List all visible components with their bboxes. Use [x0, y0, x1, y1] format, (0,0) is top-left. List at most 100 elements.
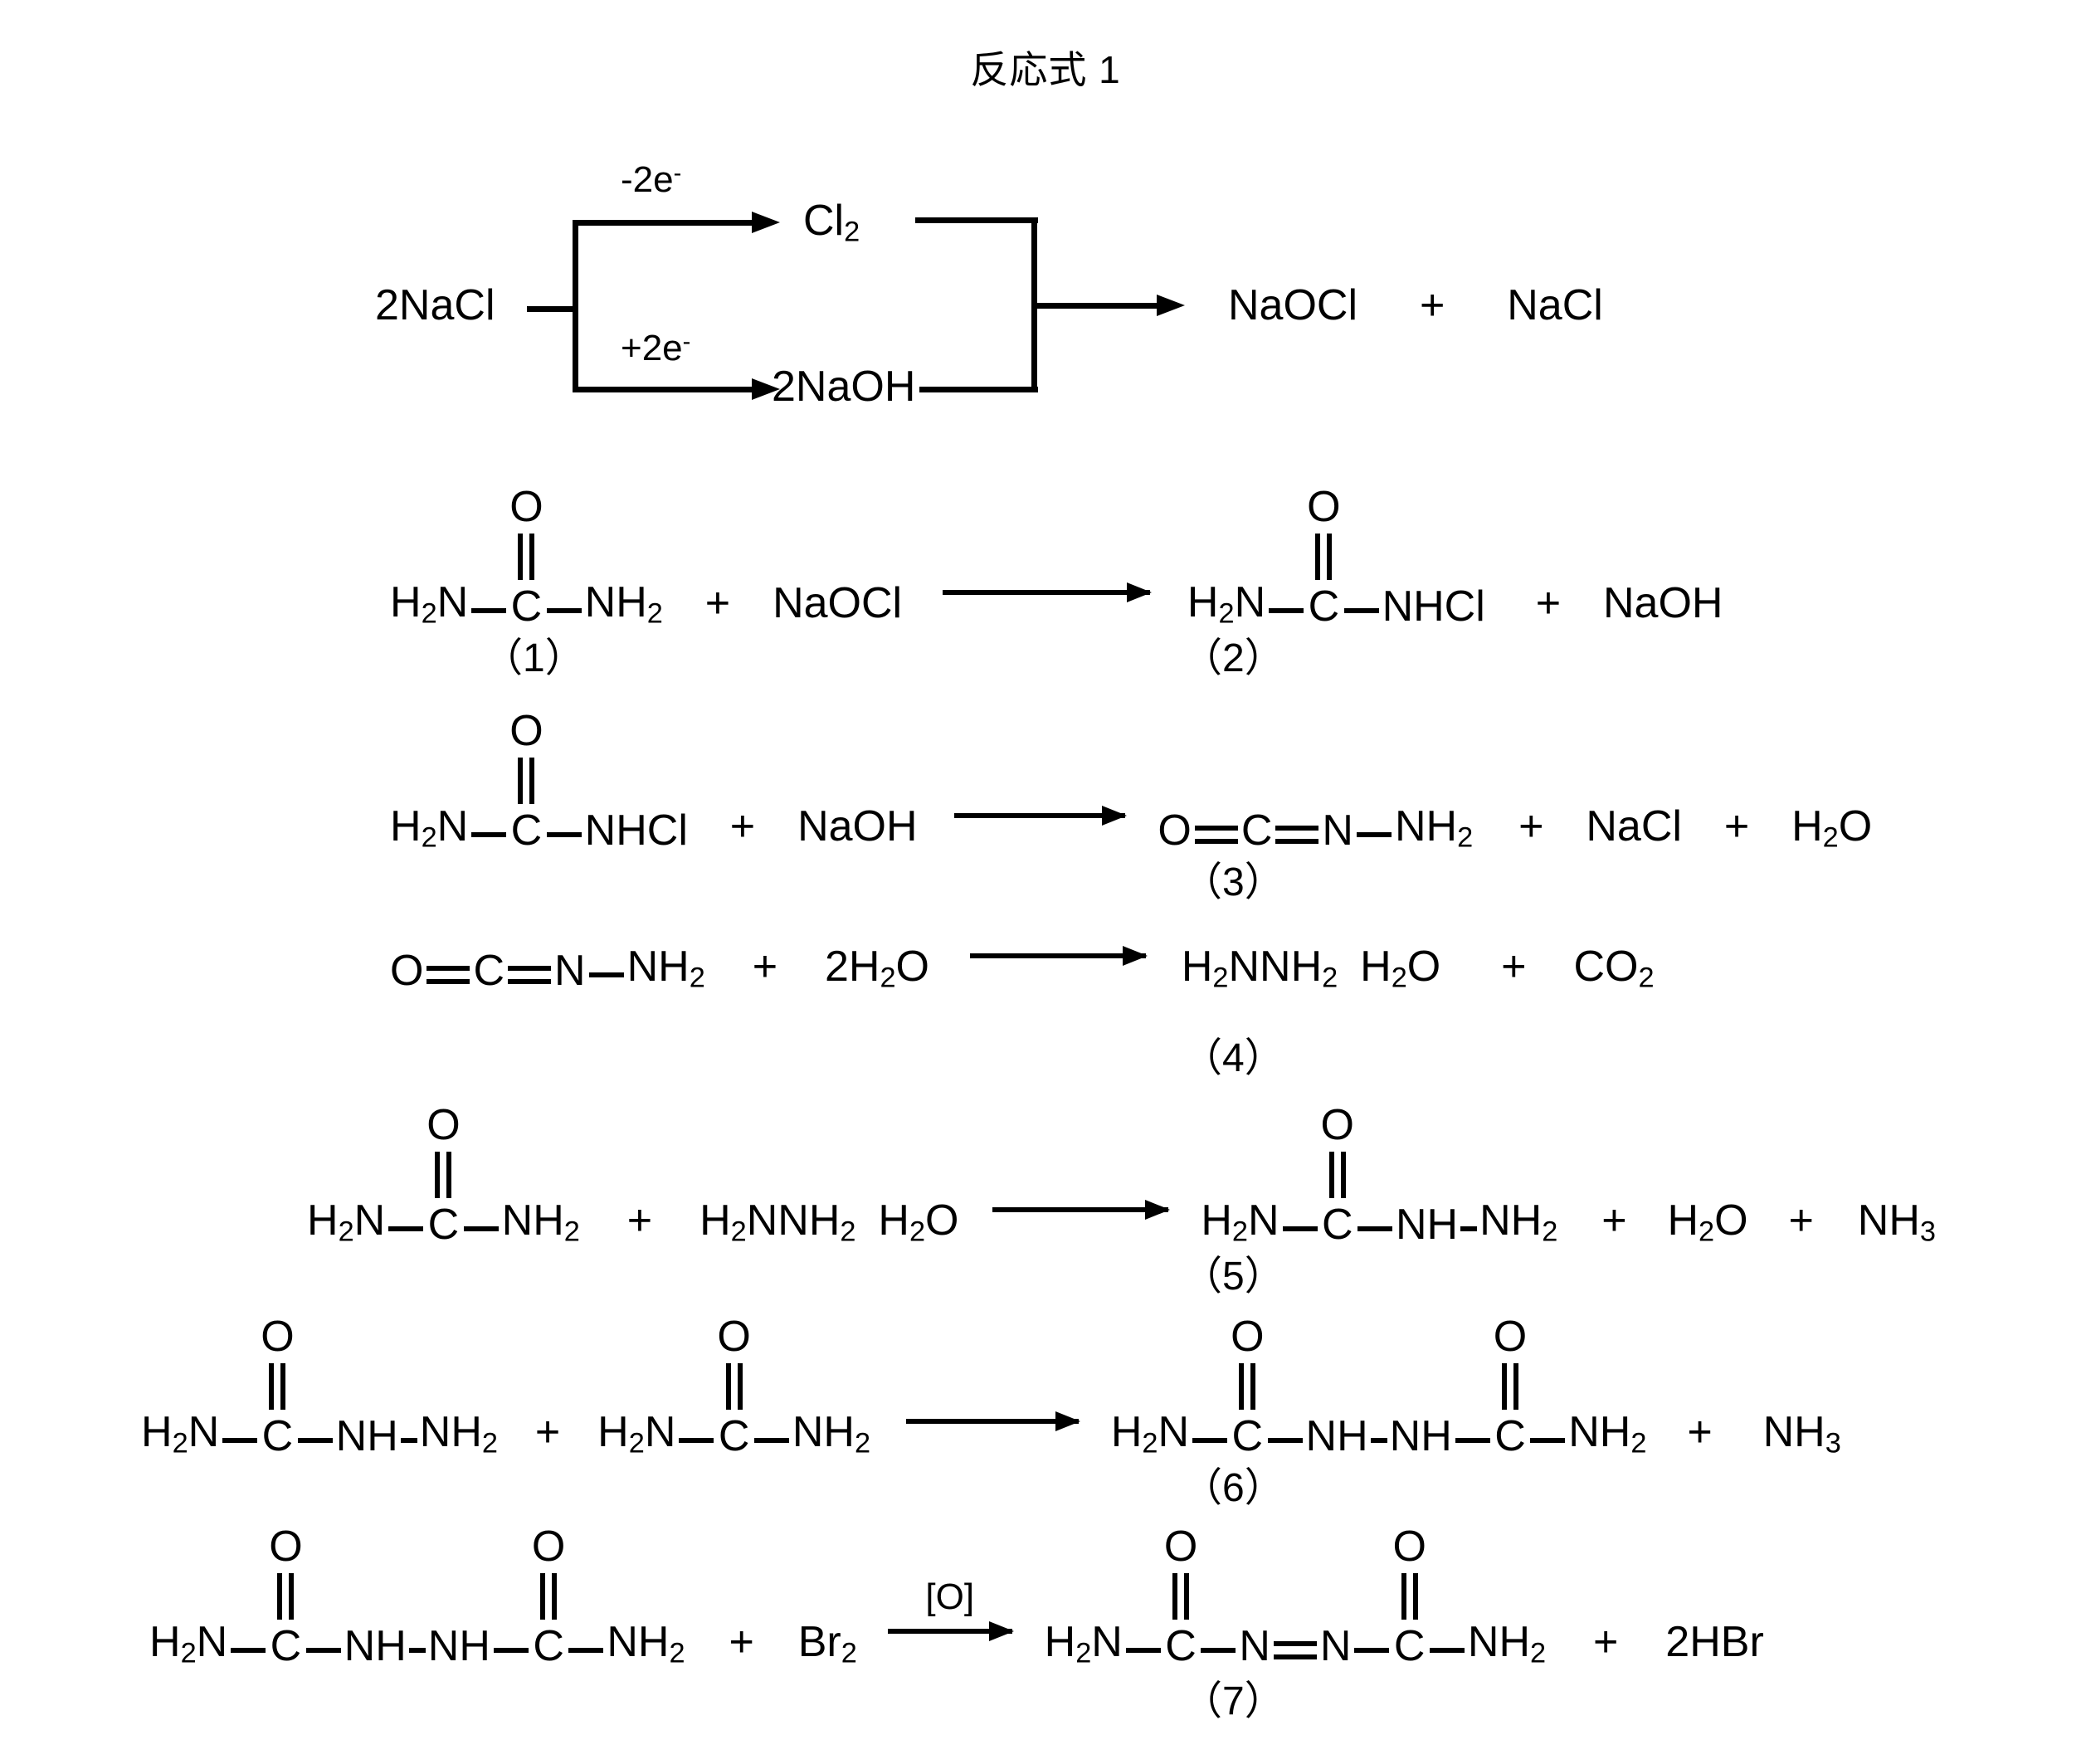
reactant-naoh: NaOH [797, 802, 918, 851]
amine-right-label: NH2 [792, 1408, 871, 1459]
single-bond [1201, 1648, 1236, 1653]
chlorine-product-label: Cl2 [803, 197, 860, 248]
plus-sign: + [729, 1618, 754, 1667]
carbonyl-group: O C [1231, 1315, 1264, 1458]
single-bond [471, 832, 507, 837]
reaction-5: H2N O C NH2 + H2NNH2 H2O H2N O C NH NH2 … [307, 1104, 1936, 1303]
plus-sign: + [704, 579, 731, 627]
carbon-label: C [1165, 1622, 1197, 1670]
carbonyl-group: O C [717, 1315, 750, 1458]
nh-label: NH [335, 1412, 398, 1460]
plus-sign: + [1723, 802, 1750, 851]
product-ammonia: NH3 [1857, 1196, 1936, 1248]
single-bond [493, 1648, 529, 1653]
double-bond-vertical [1328, 1152, 1348, 1198]
single-bond [463, 1226, 499, 1231]
product-naoh: NaOH [1602, 579, 1723, 627]
single-bond [1460, 1226, 1478, 1231]
nhcl-label: NHCl [1382, 582, 1485, 631]
compound-index-2: （2） [1182, 636, 1284, 680]
plus-sign: + [1501, 943, 1527, 991]
single-bond [1370, 1438, 1387, 1443]
amine-end-label: NH2 [1568, 1408, 1647, 1459]
amine-right-label: NH2 [584, 578, 663, 630]
carbon-label: C [510, 582, 543, 631]
nitrogen-label: N [1319, 1622, 1352, 1670]
oxygen-label: O [1163, 1523, 1198, 1571]
reaction-7: H2N O C NH NH O C NH2 + Br2 [O] H2N O [149, 1525, 1764, 1724]
feed-line [527, 306, 575, 312]
nh-label: NH [1395, 1201, 1459, 1249]
reaction-arrow [905, 1411, 1080, 1432]
amine-end-label: NH2 [1479, 1196, 1558, 1248]
single-bond [753, 1438, 789, 1443]
single-bond [408, 1648, 426, 1653]
oxygen-label: O [1158, 806, 1192, 855]
semicarbazide-structure: H2N O C NH NH2 [141, 1315, 498, 1458]
oxygen-label: O [509, 483, 543, 531]
single-bond [1357, 1226, 1392, 1231]
single-bond [471, 608, 507, 613]
oxygen-label: O [390, 946, 424, 995]
amine-end-label: NH2 [1467, 1618, 1547, 1669]
single-bond [1343, 608, 1379, 613]
carbonyl-group: O C [261, 1315, 294, 1458]
carbonyl-group: O C [1392, 1525, 1426, 1668]
carbon-label: C [1393, 1622, 1426, 1670]
carbonyl-group: O C [1321, 1104, 1354, 1246]
oxygen-label: O [269, 1523, 303, 1571]
biurea-structure: H2N O C NH NH O C NH2 [1111, 1315, 1647, 1458]
amine-left-label: H2N [390, 802, 469, 854]
double-bond-horizontal [1194, 826, 1238, 844]
reaction-arrow-oxidation: [O] [887, 1576, 1014, 1642]
single-bond [231, 1648, 266, 1653]
nh-label: NH [427, 1622, 490, 1670]
product-water: H2O [1667, 1196, 1748, 1248]
electrolysis-products-label: NaOCl + NaCl [1228, 284, 1603, 327]
single-bond [1192, 1438, 1228, 1443]
sodium-hydroxide-product-label: 2NaOH [772, 363, 916, 411]
double-bond-horizontal [1273, 1641, 1317, 1659]
carbonyl-group: O C [1494, 1315, 1527, 1458]
amine-left-label: H2N [390, 578, 469, 630]
reactant-bromine: Br2 [797, 1618, 857, 1669]
plus-sign: + [1687, 1408, 1713, 1457]
single-bond [1267, 1438, 1303, 1443]
reactant-water: H2O [878, 1196, 959, 1248]
amine-left-label: H2N [149, 1618, 228, 1669]
double-bond-vertical [1171, 1573, 1191, 1620]
bottom-branch-arrowhead [752, 378, 780, 400]
reaction-arrow [969, 946, 1148, 966]
collector-top-line [915, 217, 1038, 223]
single-bond [679, 1438, 714, 1443]
amine-left-label: H2N [1187, 578, 1266, 630]
double-bond-horizontal [426, 965, 470, 984]
compound-index-6: （6） [1182, 1466, 1284, 1510]
biurea-structure: H2N O C NH NH O C NH2 [149, 1525, 685, 1668]
oxygen-label: O [531, 1523, 566, 1571]
product-nacl: NaCl [1586, 802, 1682, 851]
bottom-branch-line [573, 387, 757, 392]
carbon-label: C [718, 1412, 750, 1460]
compound-index-3: （3） [1182, 860, 1284, 904]
top-branch-line [573, 220, 757, 226]
page-title: 反応式 1 [970, 48, 1121, 91]
urea-structure: H2N O C NH2 [597, 1315, 870, 1458]
single-bond [1269, 608, 1304, 613]
plus-sign: + [1601, 1196, 1627, 1245]
collector-bottom-line [919, 387, 1038, 392]
compound-index-7: （7） [1182, 1679, 1284, 1723]
single-bond [400, 1438, 417, 1443]
nh-label: NH [1305, 1412, 1368, 1460]
double-bond-vertical [433, 1152, 453, 1198]
single-bond [388, 1226, 424, 1231]
urea-structure: H2N O C NH2 [307, 1104, 580, 1246]
top-branch-electron-label: -2e- [621, 159, 682, 201]
reaction-4: O C N NH2 + 2H2O H2NNH2 H2O + CO2 （4） [390, 942, 1655, 1141]
split-vertical-line [573, 220, 578, 392]
nh-label: NH [1389, 1412, 1452, 1460]
reaction-2: H2N O C NH2 + NaOCl H2N O C NHCl + NaOH … [390, 485, 1723, 685]
amine-left-label: H2N [1110, 1408, 1190, 1459]
carbon-label: C [1240, 806, 1273, 855]
carbon-label: C [1231, 1412, 1264, 1460]
